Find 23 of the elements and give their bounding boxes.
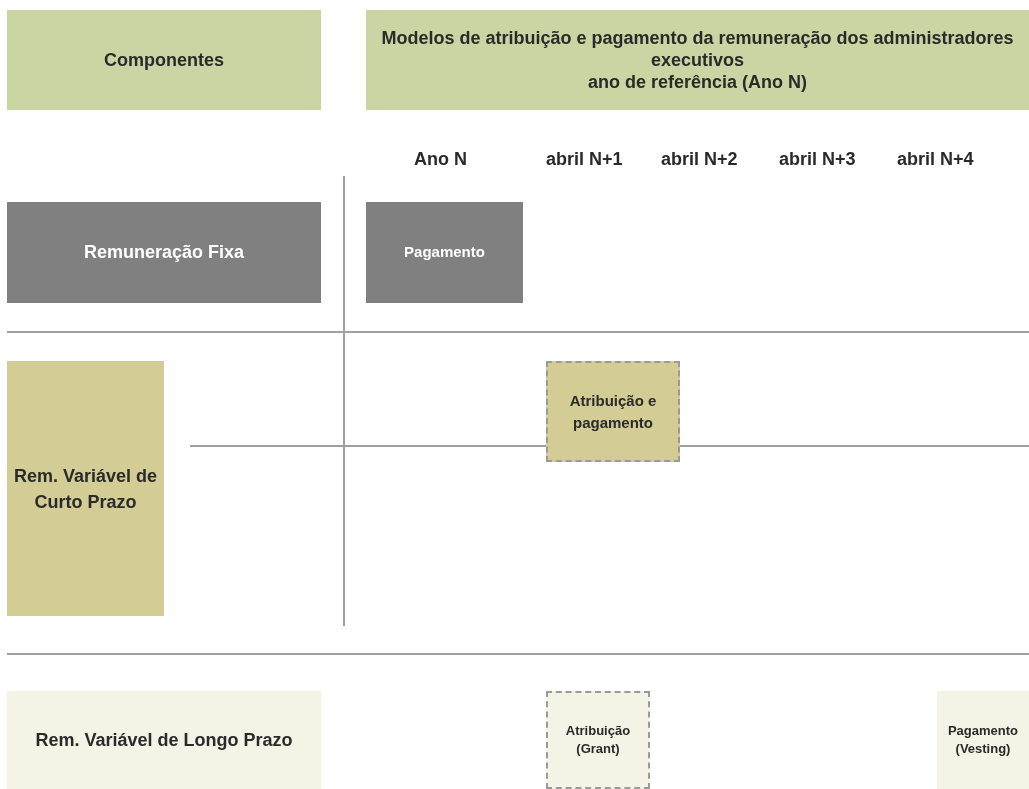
event-box — [546, 691, 650, 789]
component-box — [7, 202, 321, 303]
header-box — [7, 10, 321, 110]
component-box — [7, 361, 164, 616]
node-text: Atribuição e pagamento — [568, 390, 658, 433]
node-text: Componentes — [104, 48, 224, 72]
year-label: abril N+3 — [779, 148, 856, 171]
year-label: abril N+2 — [661, 148, 738, 171]
node-text: Rem. Variável de Longo Prazo — [35, 728, 293, 752]
node-text: Remuneração Fixa — [83, 241, 245, 264]
header-box — [366, 10, 1029, 110]
node-text: Pagamento — [404, 242, 485, 263]
payment-box — [366, 202, 523, 303]
year-label: abril N+1 — [546, 148, 623, 171]
event-box — [937, 691, 1029, 789]
node-text: Rem. Variável de Curto Prazo — [12, 464, 159, 514]
node-text: Atribuição (Grant) — [564, 722, 632, 758]
year-label: Ano N — [414, 148, 467, 171]
event-box — [546, 361, 680, 462]
node-text: ano de referência (Ano N) — [587, 71, 807, 93]
node-text: Pagamento (Vesting) — [946, 722, 1020, 758]
component-box — [7, 691, 321, 789]
year-label: abril N+4 — [897, 148, 974, 171]
